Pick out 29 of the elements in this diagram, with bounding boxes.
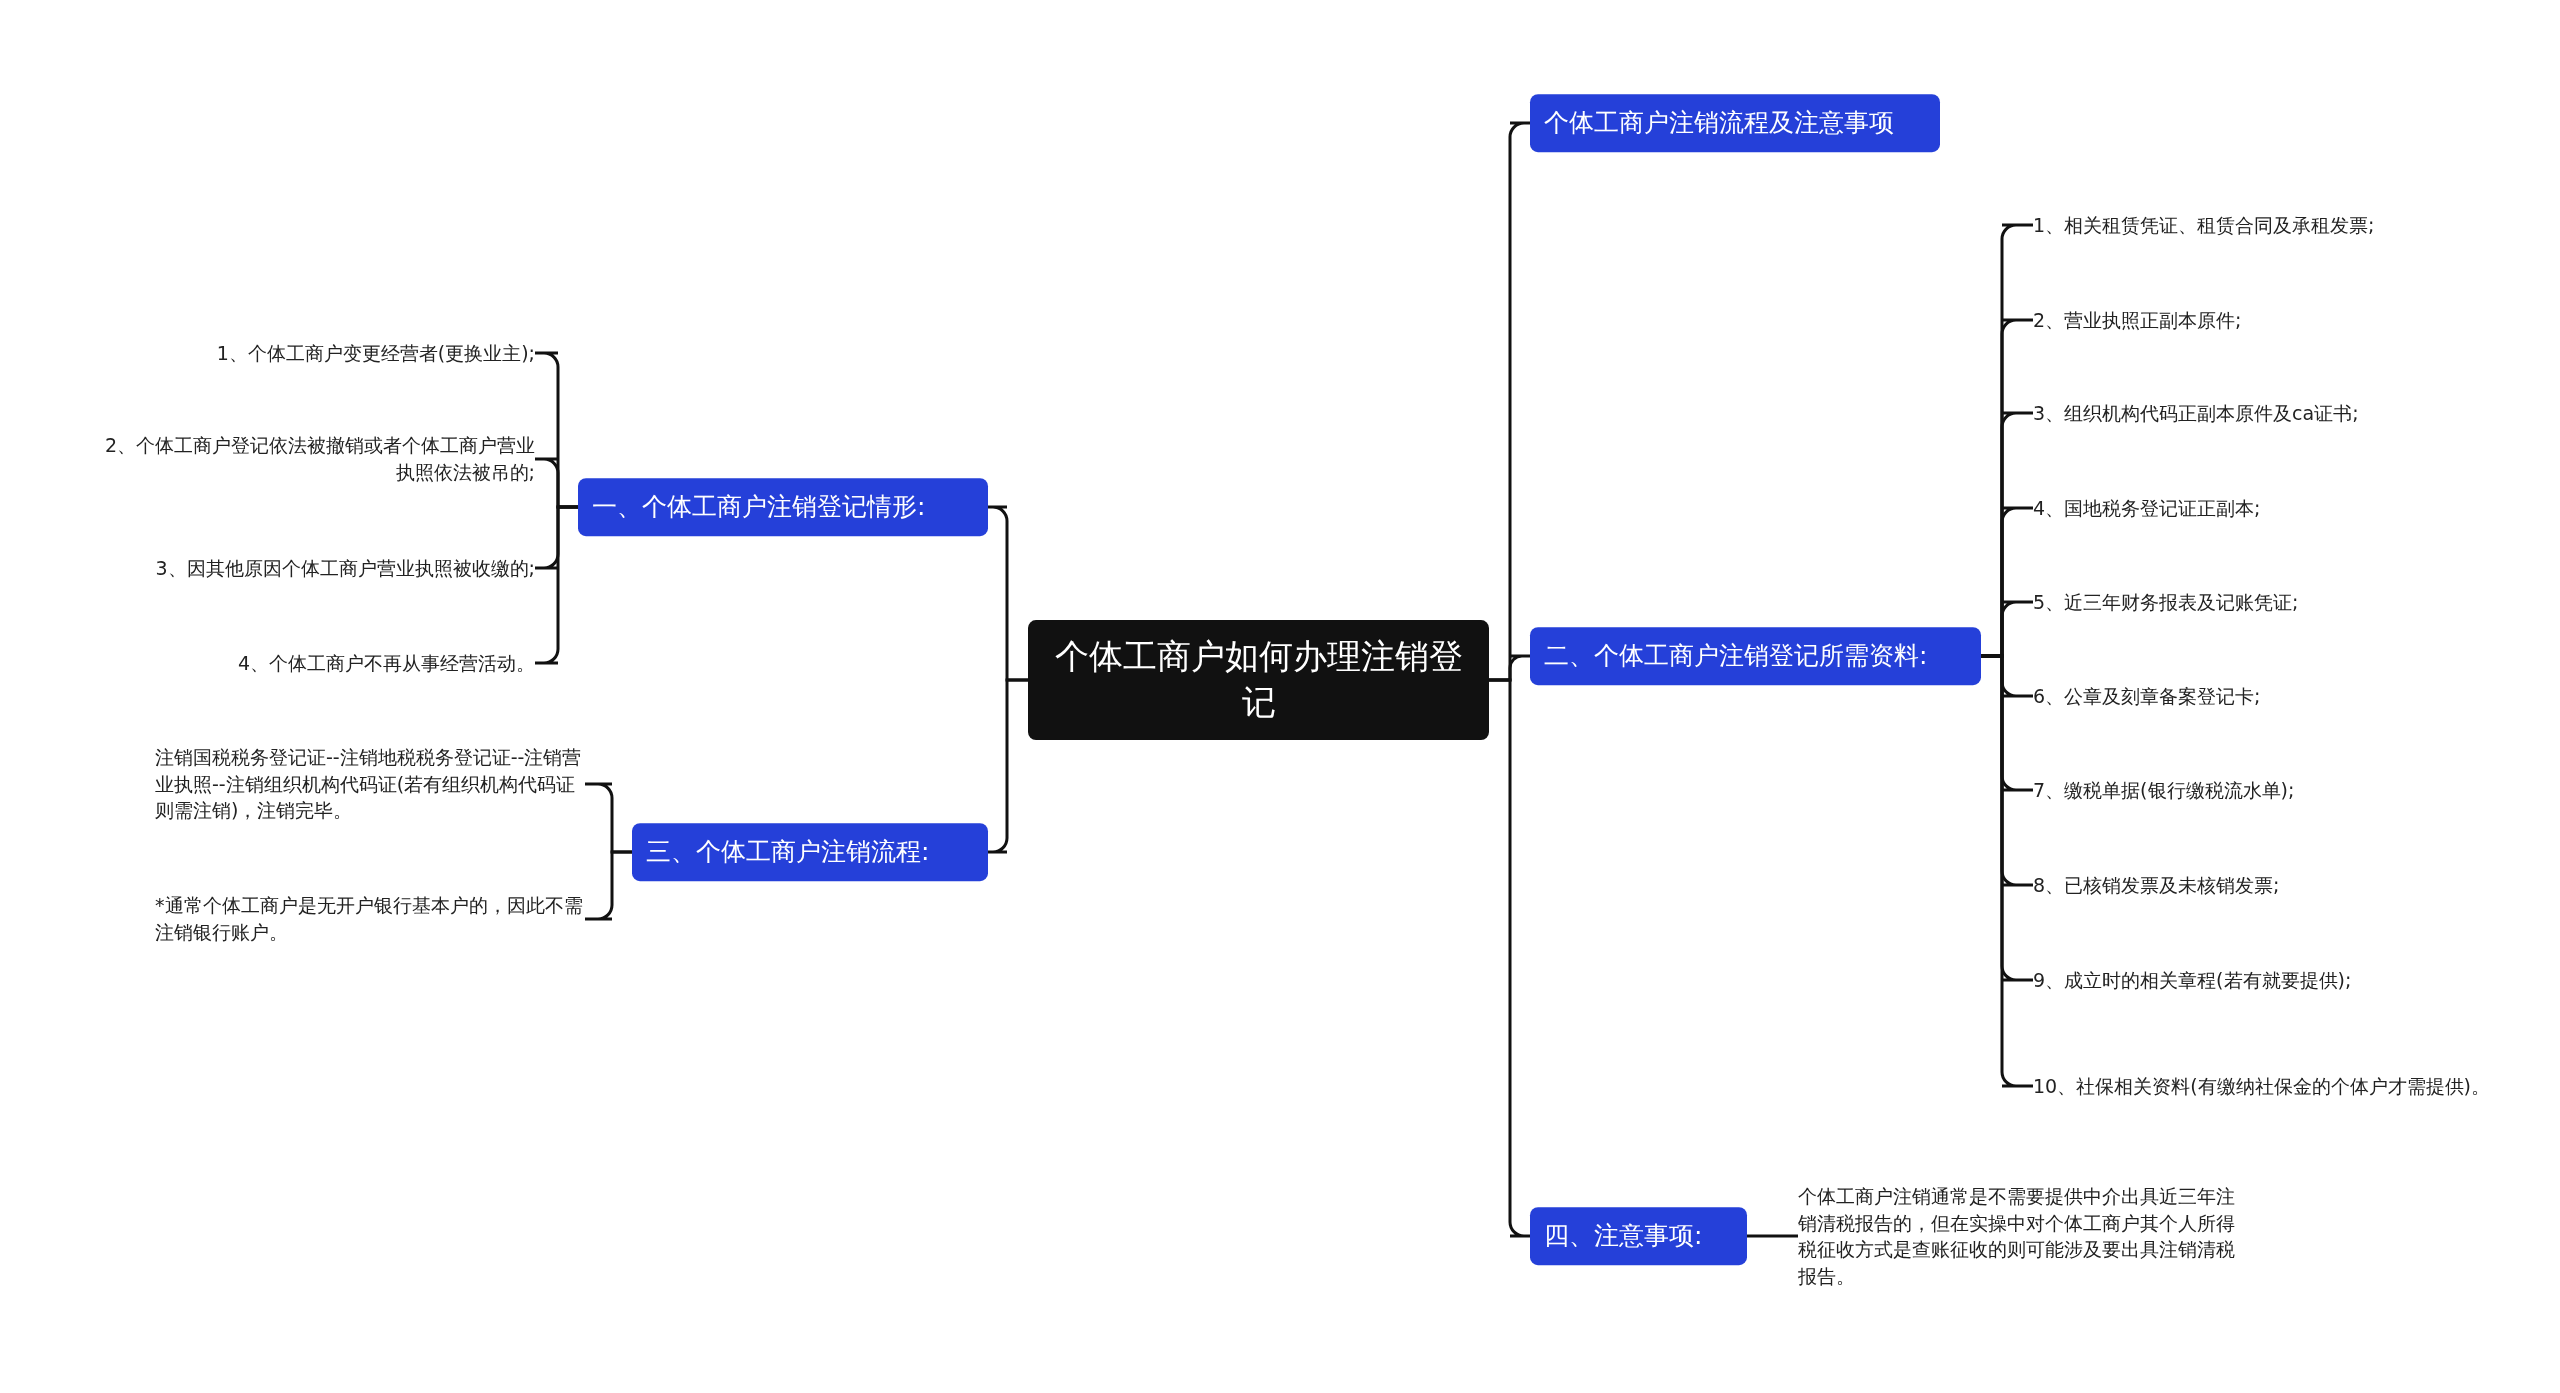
subtopic-text: 1、个体工商户变更经营者(更换业主);	[95, 339, 535, 367]
central-topic-box: 个体工商户如何办理注销登记	[1028, 620, 1489, 740]
topic-box: 三、个体工商户注销流程:	[632, 823, 988, 881]
subtopic-text: 2、个体工商户登记依法被撤销或者个体工商户营业执照依法被吊的;	[95, 432, 535, 486]
subtopic-text: 10、社保相关资料(有缴纳社保金的个体户才需提供)。	[2033, 1072, 2503, 1100]
subtopic-text: 3、组织机构代码正副本原件及ca证书;	[2033, 399, 2503, 427]
subtopic-text: *通常个体工商户是无开户银行基本户的，因此不需注销银行账户。	[155, 892, 585, 946]
subtopic-text: 9、成立时的相关章程(若有就要提供);	[2033, 966, 2503, 994]
subtopic-text: 7、缴税单据(银行缴税流水单);	[2033, 776, 2503, 804]
subtopic-text: 注销国税税务登记证--注销地税税务登记证--注销营业执照--注销组织机构代码证(若有组织机构代码证则需注销)，注销完毕。	[155, 744, 585, 824]
subtopic-text: 8、已核销发票及未核销发票;	[2033, 871, 2503, 899]
connector-line	[1981, 654, 2033, 1088]
connector-line	[1489, 678, 1530, 1238]
topic-box: 二、个体工商户注销登记所需资料:	[1530, 627, 1981, 685]
connector-line	[1747, 1234, 1798, 1238]
topic-box: 一、个体工商户注销登记情形:	[578, 478, 988, 536]
connector-line	[585, 850, 632, 921]
subtopic-text: 1、相关租赁凭证、租赁合同及承租发票;	[2033, 211, 2503, 239]
topic-box: 个体工商户注销流程及注意事项	[1530, 94, 1940, 152]
subtopic-text: 4、国地税务登记证正副本;	[2033, 494, 2503, 522]
subtopic-text: 5、近三年财务报表及记账凭证;	[2033, 588, 2503, 616]
connector-line	[535, 505, 578, 665]
connector-line	[988, 678, 1028, 854]
subtopic-text: 4、个体工商户不再从事经营活动。	[95, 649, 535, 677]
subtopic-text: 3、因其他原因个体工商户营业执照被收缴的;	[95, 554, 535, 582]
topic-box: 四、注意事项:	[1530, 1207, 1747, 1265]
subtopic-text: 2、营业执照正副本原件;	[2033, 306, 2503, 334]
subtopic-text: 个体工商户注销通常是不需要提供中介出具近三年注销清税报告的，但在实操中对个体工商户其个人所得税征收方式是查账征收的则可能涉及要出具注销清税报告。	[1798, 1182, 2238, 1290]
subtopic-text: 6、公章及刻章备案登记卡;	[2033, 682, 2503, 710]
